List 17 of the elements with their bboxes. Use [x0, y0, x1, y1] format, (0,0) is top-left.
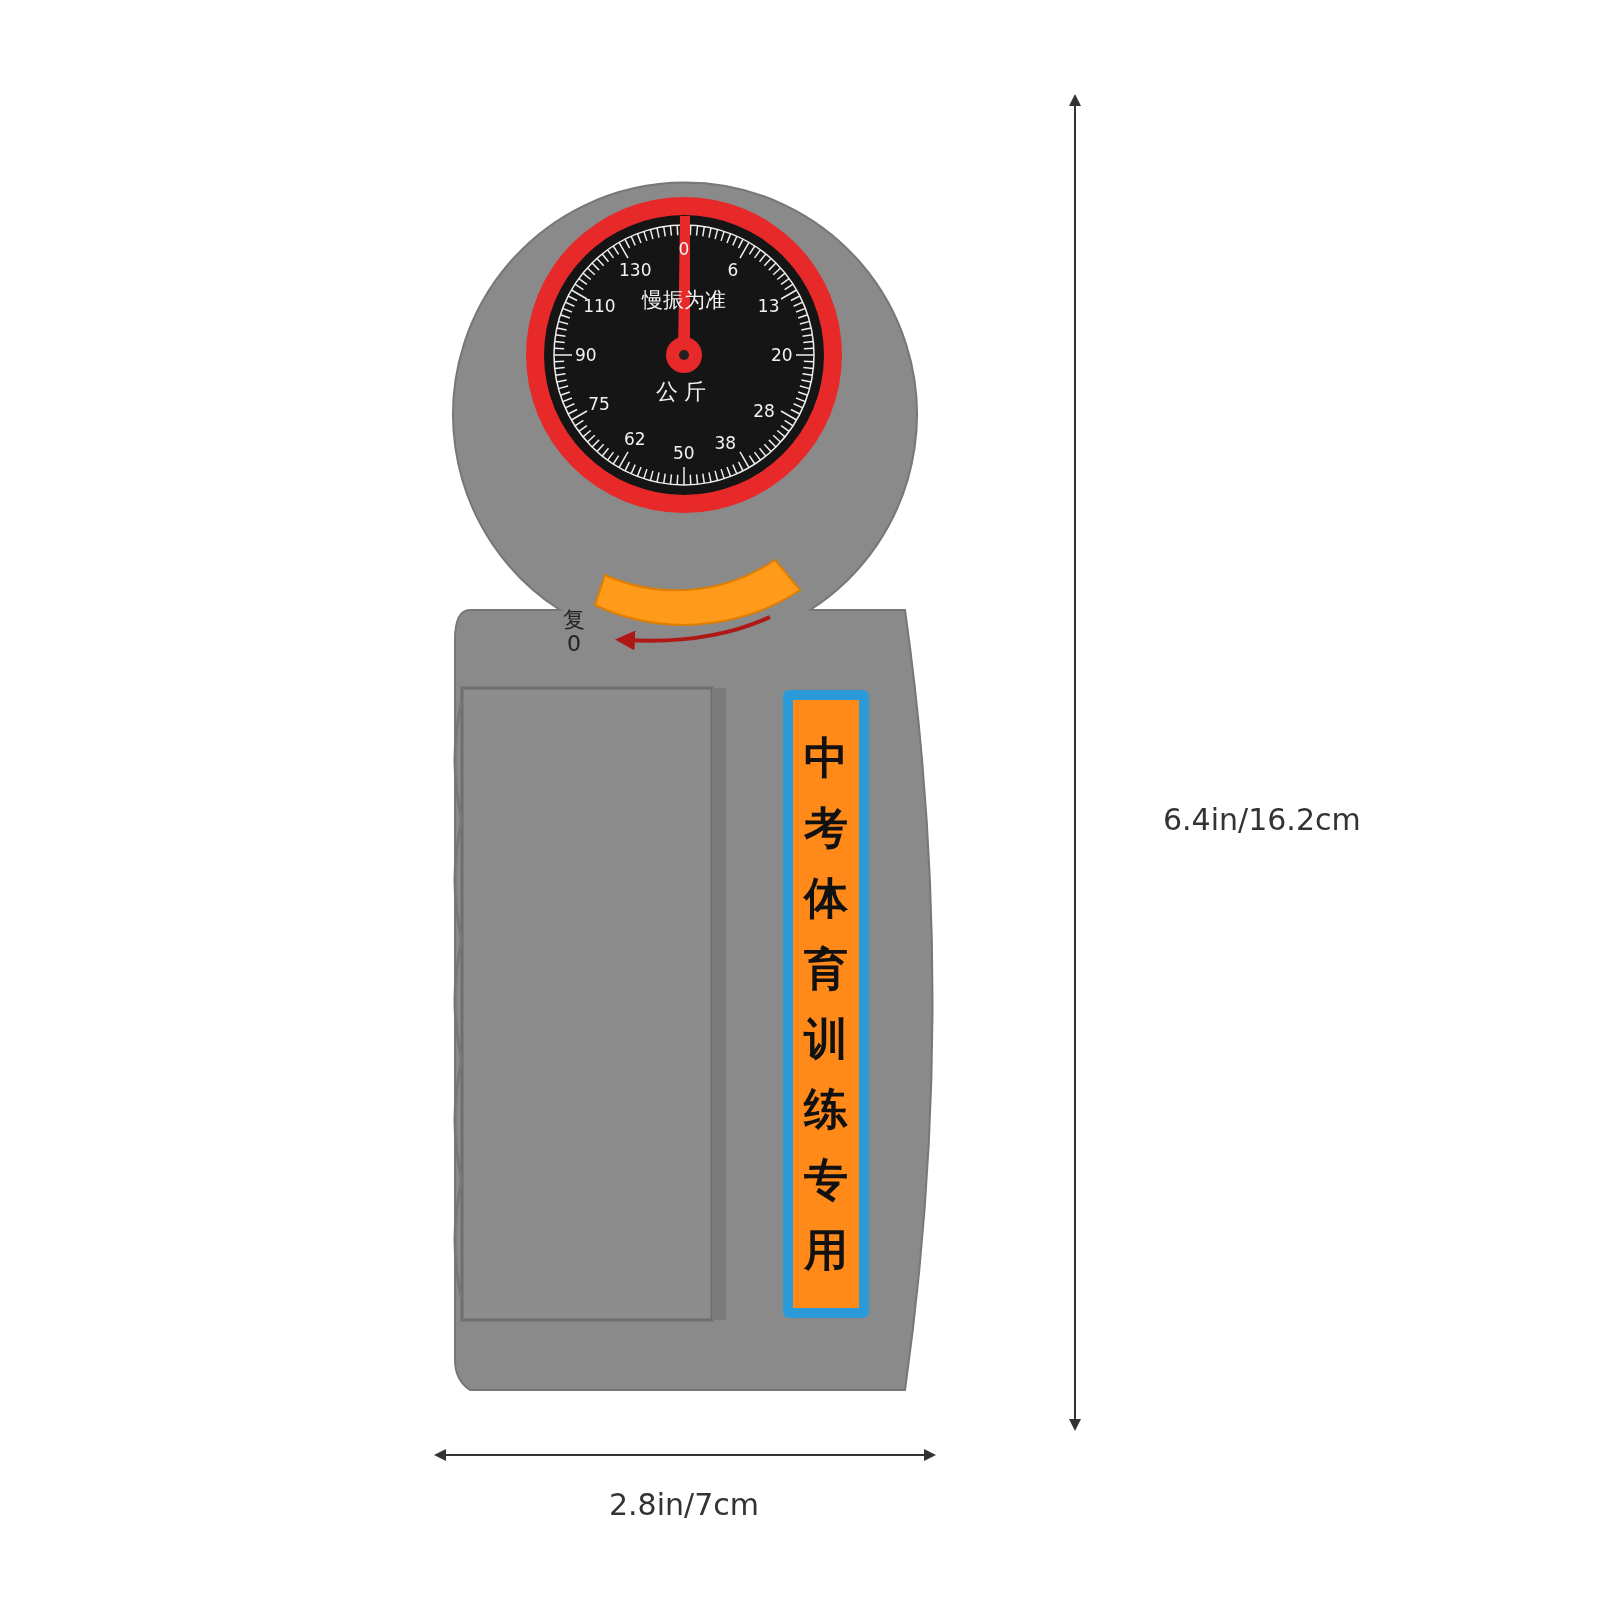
dial-number: 62 [624, 431, 646, 449]
dial-number: 90 [575, 346, 597, 364]
reset-label: 复0 [562, 608, 586, 657]
dial-number: 50 [673, 444, 695, 462]
dial-number: 75 [588, 395, 610, 413]
dial-number: 0 [678, 240, 690, 258]
dimension-label: 6.4in/16.2cm [1163, 805, 1361, 835]
dial-number: 130 [619, 261, 652, 279]
dimension-label: 2.8in/7cm [609, 1490, 759, 1520]
sticker-text: 中考体育训练专用 [802, 730, 849, 1278]
dial-number: 20 [771, 346, 793, 364]
dial-number: 13 [757, 297, 780, 315]
dial-number: 38 [714, 435, 737, 453]
dial-number: 110 [583, 297, 616, 315]
unit-text: 公斤 [656, 381, 712, 403]
dial-number: 28 [753, 402, 775, 420]
dial-number: 6 [727, 261, 739, 279]
